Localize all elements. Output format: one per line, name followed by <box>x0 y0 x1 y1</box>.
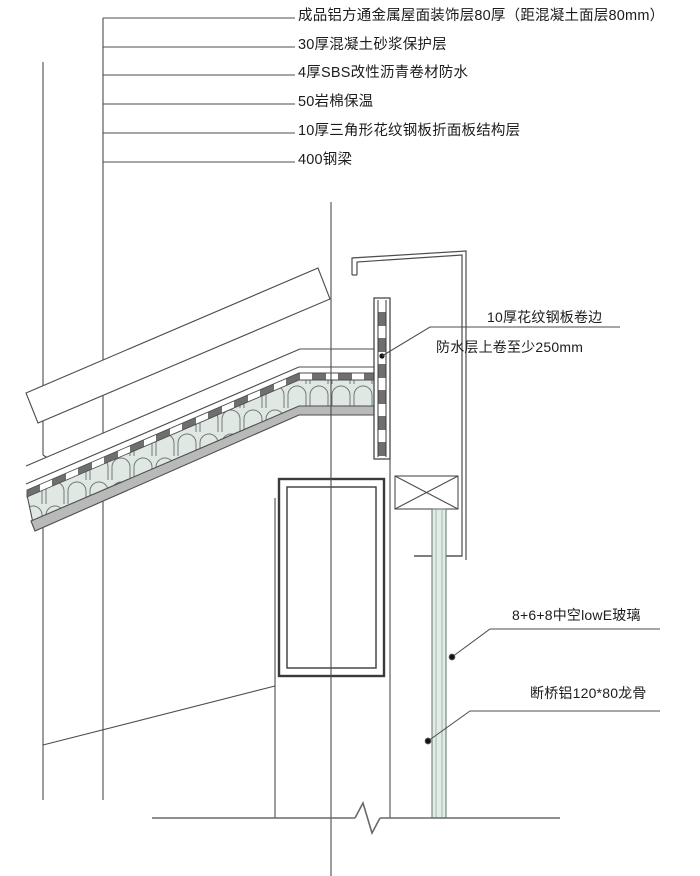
left-wall-vertical-lines <box>32 62 54 800</box>
lower-sloped-line <box>42 685 276 746</box>
roof-layer-note-4: 50岩棉保温 <box>298 94 374 110</box>
aluminum-decorative-fin <box>25 267 331 424</box>
roof-layer-note-1: 成品铝方通金属屋面装饰层80厚（距混凝土面层80mm） <box>298 8 665 24</box>
interior-vertical-lines <box>274 202 391 876</box>
annotation-leaders <box>381 326 660 745</box>
detail-note-waterproof-upturn: 防水层上卷至少250mm <box>436 339 584 355</box>
ground-line <box>152 800 560 836</box>
roof-layer-note-2: 30厚混凝土砂浆保护层 <box>298 37 447 53</box>
roof-layer-note-3: 4厚SBS改性沥青卷材防水 <box>298 65 469 81</box>
curtain-wall-mullion <box>431 508 447 819</box>
detail-note-glazing: 8+6+8中空lowE玻璃 <box>512 607 641 623</box>
roof-layer-note-6: 400钢梁 <box>298 152 353 168</box>
steel-section-x-symbol <box>394 475 459 510</box>
roof-layer-note-5: 10厚三角形花纹钢板折面板结构层 <box>298 123 521 139</box>
detail-note-parapet-flashing: 10厚花纹钢板卷边 <box>487 309 603 325</box>
parapet-upstand <box>373 297 391 460</box>
detail-note-mullion: 断桥铝120*80龙骨 <box>530 685 647 701</box>
layer-leader-lines <box>102 17 295 800</box>
